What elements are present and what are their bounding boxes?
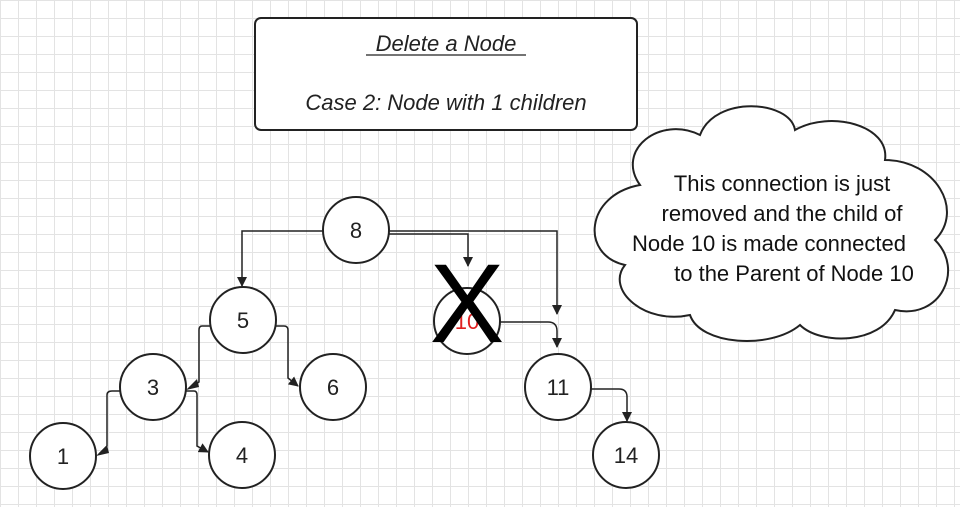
edge-5-to-3	[189, 325, 210, 389]
edge-3-to-1	[98, 390, 120, 455]
arrowhead-3-to-1	[96, 445, 109, 456]
node-3[interactable]: 3	[119, 353, 187, 421]
arrowhead-5-to-3	[186, 379, 199, 390]
callout-line-2: removed and the child of	[662, 201, 904, 226]
connectors	[98, 230, 632, 455]
node-14[interactable]: 14	[592, 421, 660, 489]
node-1[interactable]: 1	[29, 422, 97, 490]
edge-8-to-11	[389, 230, 562, 315]
node-6-label: 6	[327, 375, 339, 400]
node-1-label: 1	[57, 444, 69, 469]
node-4[interactable]: 4	[208, 421, 276, 489]
node-11-label: 11	[547, 375, 570, 400]
callout-line-3: Node 10 is made connected	[632, 231, 906, 256]
edge-3-to-4	[186, 390, 209, 453]
node-14-label: 14	[614, 443, 638, 468]
node-5-label: 5	[237, 308, 249, 333]
node-8[interactable]: 8	[322, 196, 390, 264]
title-heading: Delete a Node	[376, 31, 517, 56]
callout-cloud: This connection is just removed and the …	[593, 105, 950, 342]
node-8-label: 8	[350, 218, 362, 243]
callout-line-4: to the Parent of Node 10	[674, 261, 914, 286]
node-11[interactable]: 11	[524, 353, 592, 421]
node-4-label: 4	[236, 443, 248, 468]
callout-line-1: This connection is just	[674, 171, 890, 196]
node-10-deleted[interactable]: 10 X	[430, 241, 505, 366]
node-6[interactable]: 6	[299, 353, 367, 421]
node-3-label: 3	[147, 375, 159, 400]
arrowheads-left	[96, 379, 199, 456]
edge-5-to-6	[276, 325, 299, 387]
nodes: 8 5 10 X 3 6 11 1 4	[29, 196, 660, 490]
node-5[interactable]: 5	[209, 286, 277, 354]
edge-10-to-11	[500, 321, 562, 348]
edge-8-to-10-removed	[389, 233, 473, 267]
node-10-label: 10	[455, 309, 479, 334]
title-box: Delete a Node Case 2: Node with 1 childr…	[254, 17, 638, 131]
edge-8-to-5	[237, 230, 323, 287]
title-subheading: Case 2: Node with 1 children	[305, 90, 586, 115]
delete-cross-mark: X	[430, 241, 505, 366]
edge-11-to-14	[591, 388, 632, 422]
